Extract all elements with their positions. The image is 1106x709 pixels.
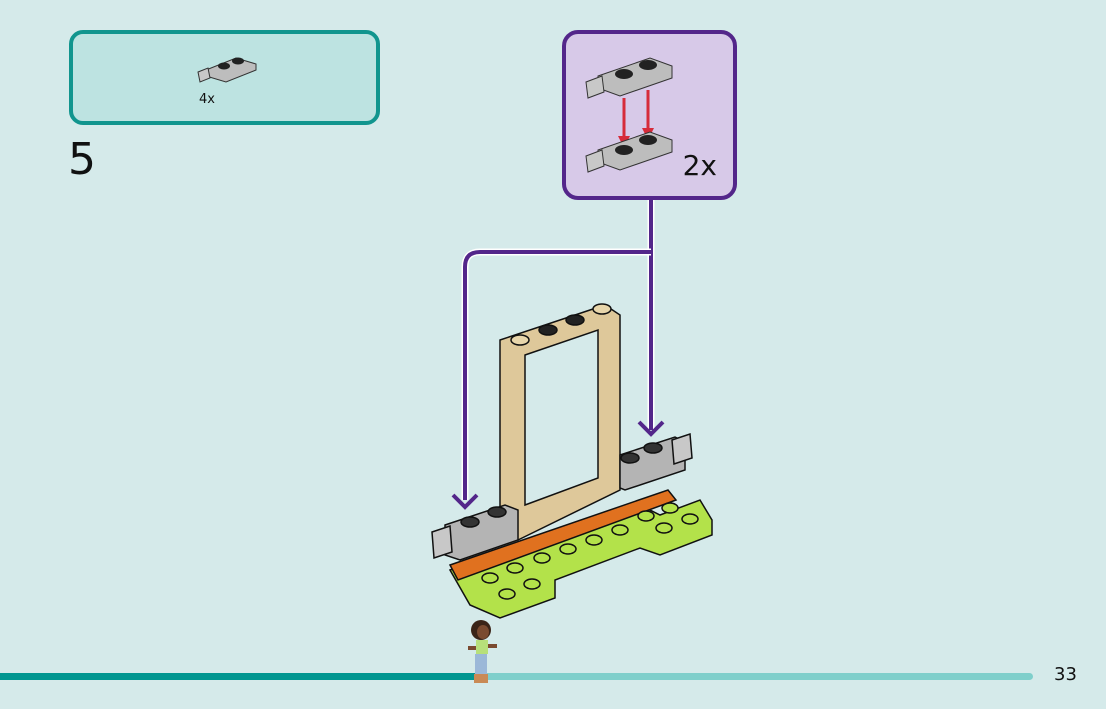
parts-list-box: 4x: [69, 30, 380, 125]
bottom-clip-plate-icon: [585, 131, 673, 173]
parts-quantity: 4x: [199, 92, 215, 107]
gray-clip-plate-right: [619, 432, 693, 491]
progress-bar: [0, 673, 1033, 680]
top-clip-plate-icon: [585, 57, 673, 99]
clip-plate-stack-illustration: [585, 57, 673, 173]
sub-assembly-box: 2x: [562, 30, 737, 200]
step-number: 5: [68, 134, 96, 185]
orange-plate: [448, 489, 678, 581]
tan-door-frame: [499, 303, 621, 541]
sub-assembly-quantity: 2x: [682, 149, 717, 182]
progress-fill: [0, 673, 476, 680]
lime-studs: [481, 502, 699, 600]
gray-clip-plate-left: [431, 504, 519, 561]
page-number: 33: [1054, 664, 1077, 685]
lime-base-plate: [448, 499, 713, 619]
clip-plate-part-icon: [197, 57, 257, 83]
down-arrow-left-icon: [451, 493, 479, 510]
minifigure-progress-marker: [468, 620, 497, 683]
down-arrow-right-icon: [637, 420, 665, 437]
